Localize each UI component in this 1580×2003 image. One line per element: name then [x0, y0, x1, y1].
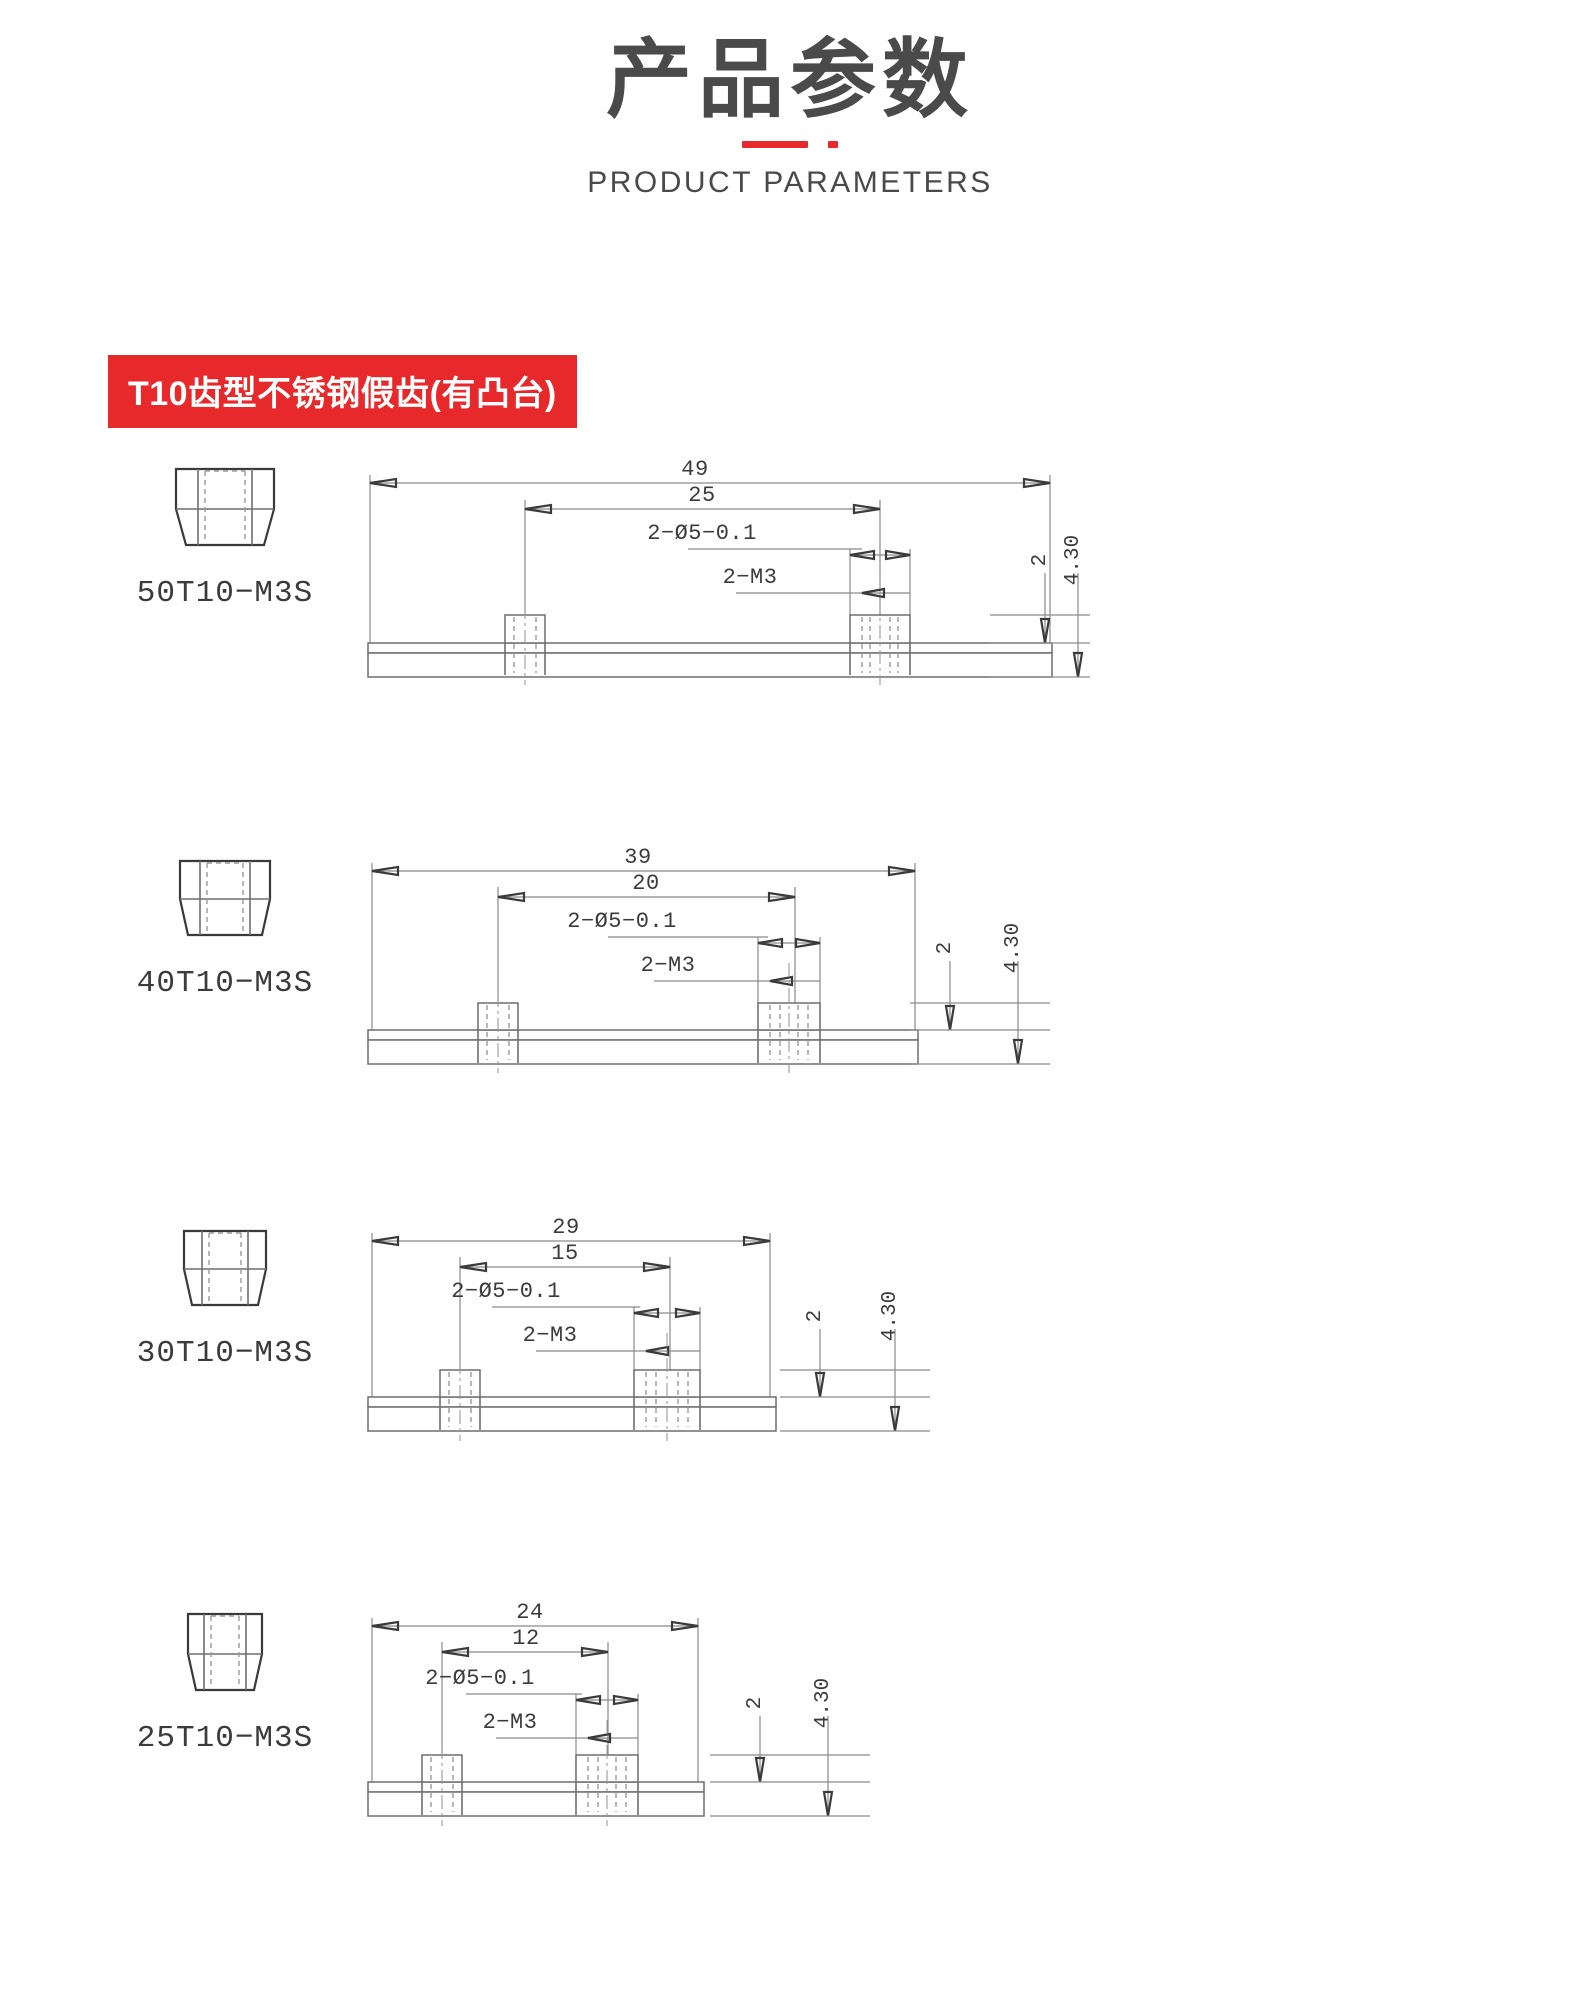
dim-overall-length: 39	[624, 845, 651, 870]
part-cross-section-icon	[182, 1229, 268, 1307]
dim-overall-length: 49	[681, 457, 708, 482]
dim-total-height: 4.30	[812, 1678, 835, 1728]
page-title: 产品参数	[606, 32, 974, 128]
callout-thread: 2−M3	[483, 1710, 538, 1735]
drawing-svg-40t10: 39 20 2−Ø5−0.1 2−M3	[367, 845, 1050, 1073]
divider-dot	[828, 140, 838, 148]
dim-overall-length: 24	[516, 1600, 543, 1625]
drawing-svg-30t10: 29 15 2−Ø5−0.1 2−M3	[367, 1215, 930, 1441]
engineering-drawing: 49 25 2−Ø5−0.1 2−M3	[350, 455, 1100, 735]
product-row: 50T10−M3S 49 25 2−Ø5−0.1	[0, 455, 1580, 785]
callout-thread: 2−M3	[523, 1323, 578, 1348]
callout-hole: 2−Ø5−0.1	[647, 521, 757, 546]
divider-dash	[742, 140, 808, 148]
part-label: 30T10−M3S	[136, 1336, 314, 1371]
part-thumbnail-cell: 25T10−M3S	[100, 1600, 350, 1756]
dim-boss-height: 2	[804, 1310, 827, 1323]
section-banner: T10齿型不锈钢假齿(有凸台)	[108, 355, 577, 428]
callout-thread: 2−M3	[723, 565, 778, 590]
part-cross-section-icon	[186, 1612, 264, 1692]
dim-total-height: 4.30	[1062, 535, 1085, 585]
engineering-drawing: 24 12 2−Ø5−0.1 2−M3	[350, 1600, 1100, 1875]
dim-hole-spacing: 12	[512, 1626, 539, 1651]
dim-boss-height: 2	[934, 942, 957, 955]
callout-thread: 2−M3	[641, 953, 696, 978]
engineering-drawing: 39 20 2−Ø5−0.1 2−M3	[350, 845, 1100, 1120]
part-label: 25T10−M3S	[136, 1721, 314, 1756]
part-label: 40T10−M3S	[136, 966, 314, 1001]
engineering-drawing: 29 15 2−Ø5−0.1 2−M3	[350, 1215, 1100, 1490]
drawing-svg-50t10: 49 25 2−Ø5−0.1 2−M3	[367, 457, 1090, 685]
dim-hole-spacing: 15	[551, 1241, 578, 1266]
drawing-svg-25t10: 24 12 2−Ø5−0.1 2−M3	[367, 1600, 870, 1826]
dim-total-height: 4.30	[1002, 923, 1025, 973]
callout-hole: 2−Ø5−0.1	[451, 1279, 561, 1304]
part-thumbnail-cell: 50T10−M3S	[100, 455, 350, 611]
dim-hole-spacing: 20	[632, 871, 659, 896]
callout-hole: 2−Ø5−0.1	[567, 909, 677, 934]
dim-hole-spacing: 25	[688, 483, 715, 508]
dim-boss-height: 2	[744, 1697, 767, 1710]
title-divider	[742, 140, 838, 148]
callout-hole: 2−Ø5−0.1	[425, 1666, 535, 1691]
dim-boss-height: 2	[1029, 554, 1052, 567]
page-subtitle: PRODUCT PARAMETERS	[587, 165, 993, 199]
product-row: 40T10−M3S 39 20 2−Ø5−0.1	[0, 845, 1580, 1165]
part-cross-section-icon	[174, 467, 276, 547]
part-label: 50T10−M3S	[136, 576, 314, 611]
part-cross-section-icon	[178, 859, 272, 937]
dim-total-height: 4.30	[879, 1291, 902, 1341]
page-header: 产品参数 PRODUCT PARAMETERS	[0, 0, 1580, 200]
product-row: 30T10−M3S 29 15 2−Ø5−0.1	[0, 1215, 1580, 1535]
dim-overall-length: 29	[552, 1215, 579, 1240]
part-thumbnail-cell: 40T10−M3S	[100, 845, 350, 1001]
product-row: 25T10−M3S 24 12 2−Ø5−0.1	[0, 1600, 1580, 1930]
part-thumbnail-cell: 30T10−M3S	[100, 1215, 350, 1371]
